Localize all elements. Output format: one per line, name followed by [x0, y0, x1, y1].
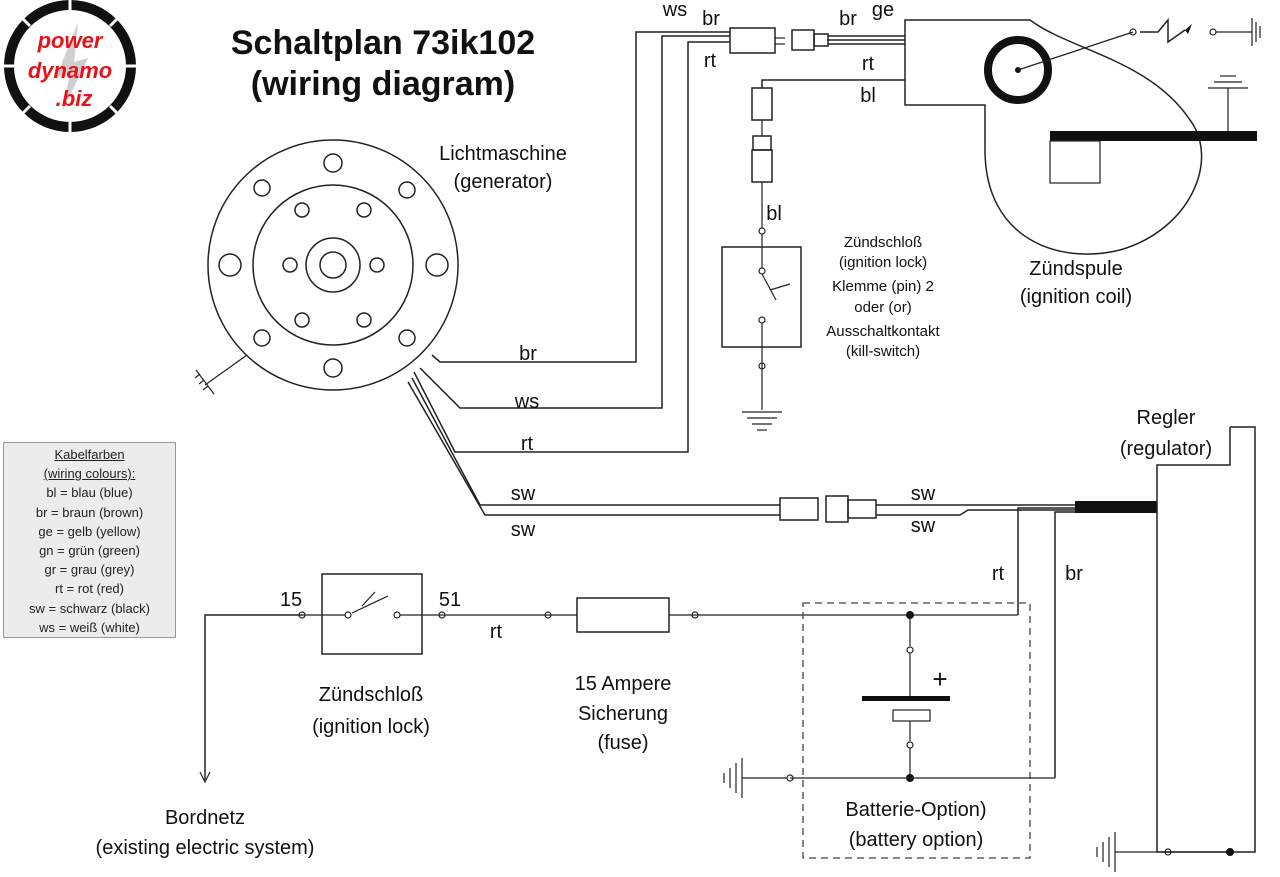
- battery-ground-icon: [723, 758, 787, 798]
- kill-switch-symbol[interactable]: [721, 227, 802, 410]
- wire-label-top-rt: rt: [704, 50, 717, 72]
- ignition-coil-symbol: [904, 19, 1257, 255]
- wire-label-reg-rt: rt: [992, 563, 1005, 585]
- wire-label-reg-sw1: sw: [911, 483, 936, 505]
- regulator-ground: [1115, 848, 1234, 856]
- logo-line3: .biz: [56, 86, 93, 111]
- lower-circuit-wires: [199, 614, 1018, 784]
- coil-sub: (ignition coil): [1020, 286, 1132, 308]
- wire-label-reg-br: br: [1065, 563, 1083, 585]
- upper-lock-line4: oder (or): [854, 299, 912, 316]
- legend-item: sw = schwarz (black): [29, 600, 150, 616]
- spark-plug-icon: [1129, 17, 1252, 44]
- regulator-wires: [876, 501, 1157, 778]
- battery-sub: (battery option): [849, 829, 984, 851]
- connector-plug-top: [729, 27, 829, 54]
- wire-label-top-ws: ws: [662, 0, 687, 21]
- wire-label-coil-ge: ge: [872, 0, 894, 21]
- wire-label-lock-rt: rt: [490, 621, 503, 643]
- legend-item: gr = grau (grey): [44, 562, 135, 578]
- wire-label-gen-br: br: [519, 343, 537, 365]
- wire-label-reg-sw2: sw: [911, 515, 936, 537]
- logo-line2: dynamo: [28, 58, 112, 83]
- legend-item: gn = grün (green): [39, 543, 140, 559]
- legend-item: ge = gelb (yellow): [38, 523, 141, 539]
- generator-symbol: [204, 139, 459, 391]
- wire-label-lock-bl: bl: [766, 203, 782, 225]
- ignition-lock-switch[interactable]: [298, 573, 446, 655]
- title-line2: (wiring diagram): [251, 65, 515, 103]
- fuse-symbol: [544, 597, 699, 633]
- battery-label: Batterie-Option): [845, 799, 986, 821]
- wire-label-coil-rt: rt: [862, 53, 875, 75]
- logo-line1: power: [37, 28, 104, 53]
- generator-label: Lichtmaschine: [439, 143, 567, 165]
- bordnetz-sub: (existing electric system): [96, 837, 315, 859]
- generator-ground-icon: [194, 369, 215, 395]
- lock-pin-51: 51: [439, 589, 461, 611]
- upper-lock-line6: (kill-switch): [846, 343, 920, 360]
- regulator-ground-icon: [1096, 832, 1116, 872]
- battery-plus: +: [932, 664, 947, 694]
- legend-item: br = braun (brown): [35, 504, 144, 520]
- fuse-line2: Sicherung: [578, 703, 668, 725]
- upper-lock-text: Zündschloß (ignition lock) Klemme (pin) …: [826, 234, 940, 360]
- core-ground-icon: [1208, 75, 1248, 89]
- sw-connector: [779, 495, 877, 523]
- bordnetz-label: Bordnetz: [165, 807, 245, 829]
- legend-item: rt = rot (red): [55, 581, 124, 597]
- wire-label-gen-sw2: sw: [511, 519, 536, 541]
- title-line1: Schaltplan 73ik102: [231, 24, 535, 62]
- battery-symbol: [786, 611, 1055, 782]
- fuse-line1: 15 Ampere: [575, 673, 672, 695]
- upper-connector: [751, 87, 773, 228]
- lower-lock-sub: (ignition lock): [312, 716, 430, 738]
- wire-label-gen-rt: rt: [521, 433, 534, 455]
- wire-label-gen-sw1: sw: [511, 483, 536, 505]
- regulator-label: Regler: [1137, 407, 1196, 429]
- legend-title: Kabelfarben: [54, 447, 125, 462]
- legend-subtitle: (wiring colours):: [43, 466, 136, 482]
- generator-wires: [407, 31, 780, 516]
- legend-item: ws = weiß (white): [39, 619, 140, 635]
- fuse-line3: (fuse): [597, 732, 648, 754]
- battery-option-box: [802, 602, 1031, 859]
- coil-label: Zündspule: [1029, 258, 1122, 280]
- wire-label-coil-br: br: [839, 8, 857, 30]
- lock-pin-15: 15: [280, 589, 302, 611]
- wire-colour-legend: Kabelfarben (wiring colours): bl = blau …: [3, 442, 176, 638]
- powerdynamo-logo[interactable]: power dynamo .biz: [4, 0, 136, 132]
- regulator-symbol: [1156, 426, 1256, 853]
- wire-label-coil-bl: bl: [860, 85, 876, 107]
- coil-ground-icon: [1251, 18, 1261, 46]
- wire-label-gen-ws: ws: [514, 391, 539, 413]
- wire-label-top-br: br: [702, 8, 720, 30]
- lower-lock-label: Zündschloß: [319, 684, 424, 706]
- upper-lock-line2: (ignition lock): [839, 254, 927, 271]
- generator-sub: (generator): [454, 171, 553, 193]
- kill-switch-ground-icon: [742, 411, 782, 431]
- legend-item: bl = blau (blue): [46, 485, 133, 501]
- upper-lock-line1: Zündschloß: [844, 234, 922, 251]
- coil-wires: [761, 35, 905, 88]
- upper-lock-line5: Ausschaltkontakt: [826, 323, 940, 340]
- regulator-sub: (regulator): [1120, 438, 1212, 460]
- upper-lock-line3: Klemme (pin) 2: [832, 278, 934, 295]
